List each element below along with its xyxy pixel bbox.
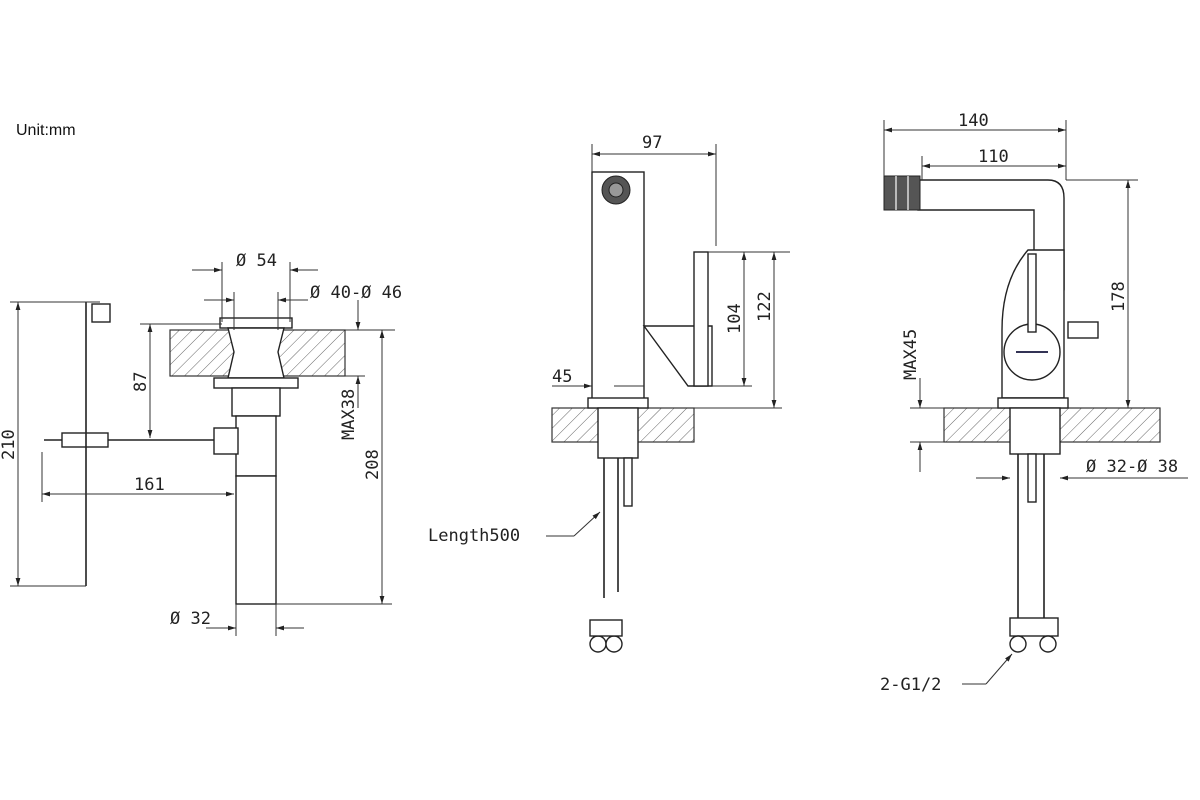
mount-shank	[597, 407, 639, 459]
dim-d32: Ø 32	[170, 609, 211, 629]
dim-104: 104	[725, 303, 745, 334]
dim-178: 178	[1109, 281, 1129, 312]
faucet-front-view: 140 110 178 MAX45 Ø 32-Ø 38 2-G1/2	[880, 111, 1188, 695]
dim-110: 110	[978, 147, 1009, 167]
threaded-rod	[623, 457, 633, 507]
dim-d32-38: Ø 32-Ø 38	[1086, 457, 1178, 477]
dim-d54: Ø 54	[236, 251, 277, 271]
lift-knob	[91, 303, 111, 323]
hose-fitting-front-1	[1009, 635, 1027, 653]
drain-pipe	[235, 475, 277, 605]
hose-fitting-2	[605, 635, 623, 653]
hose-fitting-1	[589, 635, 607, 653]
dim-208: 208	[363, 449, 383, 480]
dim-d40-46: Ø 40-Ø 46	[310, 283, 402, 303]
dim-g12: 2-G1/2	[880, 675, 941, 695]
dim-length500: Length500	[428, 526, 520, 546]
dim-max38: MAX38	[339, 389, 359, 440]
faucet-base-side	[587, 397, 649, 409]
dim-161: 161	[134, 475, 165, 495]
dim-210: 210	[0, 429, 19, 460]
aerator-front	[883, 175, 921, 211]
drain-assembly-view: Ø 54 Ø 40-Ø 46 87 MAX38 208 210 161	[0, 251, 402, 636]
side-knob	[1067, 321, 1099, 339]
pivot-nut	[213, 427, 239, 455]
drain-tailpiece	[235, 415, 277, 477]
dim-45: 45	[552, 367, 572, 387]
threaded-rod-front	[1027, 453, 1037, 503]
dim-max45: MAX45	[901, 329, 921, 380]
unit-label: Unit:mm	[16, 122, 76, 139]
drain-thread	[231, 387, 281, 417]
dim-122: 122	[755, 291, 775, 322]
handle-stem	[1027, 253, 1037, 333]
dim-87: 87	[131, 372, 151, 392]
faucet-side-view: 97 104 122 45 Length500	[428, 133, 790, 653]
dim-97: 97	[642, 133, 662, 153]
drain-cap	[219, 317, 293, 329]
faucet-body-side	[591, 171, 645, 401]
handle-lever	[693, 251, 709, 387]
drain-nut	[213, 377, 299, 389]
drain-body	[227, 327, 285, 379]
dim-140: 140	[958, 111, 989, 131]
hose-fitting-front-2	[1039, 635, 1057, 653]
rod-clamp	[61, 432, 109, 448]
faucet-base-front	[997, 397, 1069, 409]
mount-shank-front	[1009, 407, 1061, 455]
